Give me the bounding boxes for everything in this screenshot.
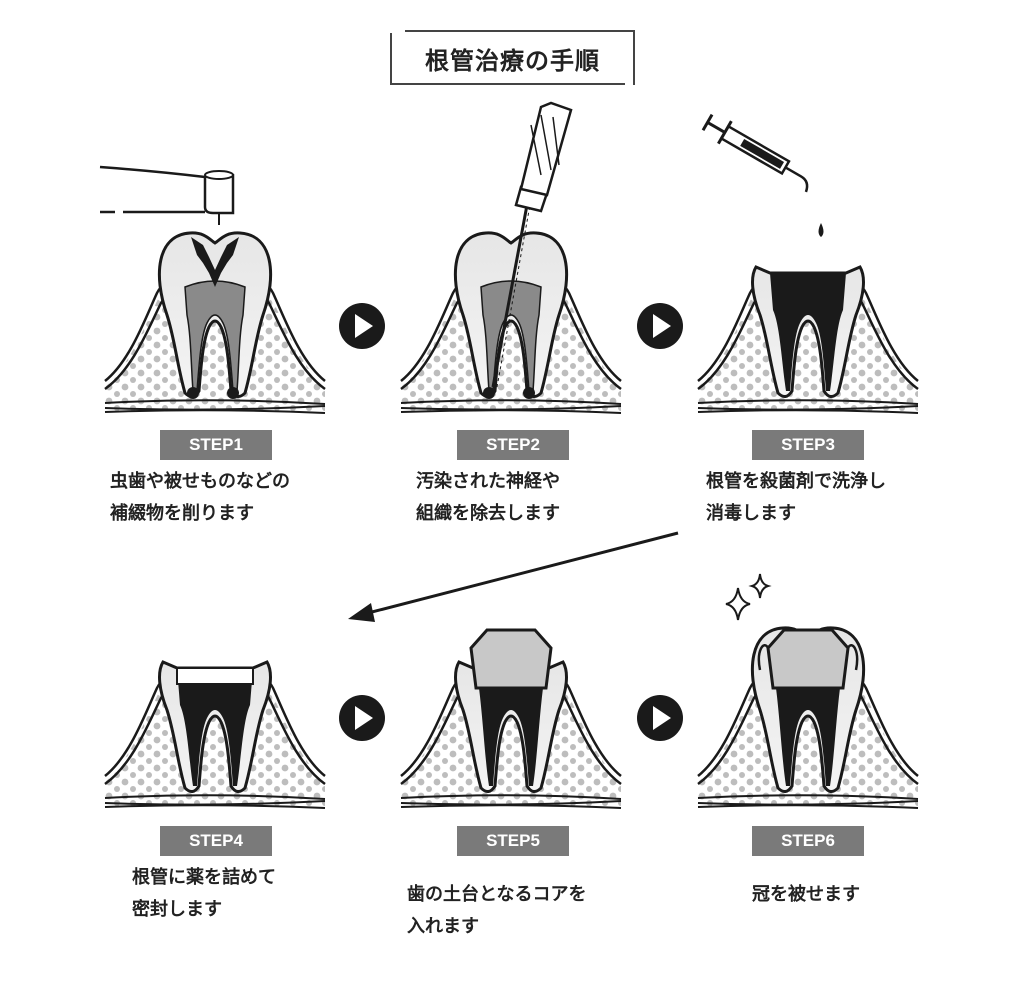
step-4-description: 根管に薬を詰めて 密封します — [132, 862, 276, 926]
description-line: 消毒します — [706, 503, 796, 524]
step-3-label: STEP3 — [752, 430, 864, 460]
description-line: 根管を殺菌剤で洗浄し — [706, 471, 886, 492]
step-3-description: 根管を殺菌剤で洗浄し 消毒します — [706, 466, 886, 530]
step-1-label: STEP1 — [160, 430, 272, 460]
step-6-description: 冠を被せます — [752, 879, 860, 911]
step-5-label: STEP5 — [457, 826, 569, 856]
step-4-tooth-illustration — [104, 660, 326, 809]
description-line: 密封します — [132, 899, 222, 920]
next-arrow-icon — [339, 695, 385, 741]
next-arrow-icon — [339, 303, 385, 349]
description-line: 補綴物を削ります — [110, 503, 254, 524]
step-4-label: STEP4 — [160, 826, 272, 856]
step-2-description: 汚染された神経や 組織を除去します — [416, 466, 560, 530]
step-3-tooth-illustration — [697, 113, 919, 414]
step-1-description: 虫歯や被せものなどの 補綴物を削ります — [110, 466, 290, 530]
step-2-tooth-illustration — [400, 101, 622, 414]
step-6-tooth-illustration — [697, 573, 919, 809]
page-title-text: 根管治療の手順 — [425, 47, 600, 75]
description-line: 汚染された神経や — [416, 471, 560, 492]
step-5-description: 歯の土台となるコアを 入れます — [407, 879, 586, 943]
step-6-label: STEP6 — [752, 826, 864, 856]
next-arrow-icon — [637, 695, 683, 741]
description-line: 歯の土台となるコアを — [407, 884, 587, 905]
step-5-tooth-illustration — [400, 628, 622, 809]
row-transition-arrow-icon — [348, 531, 679, 622]
step-1-tooth-illustration — [99, 165, 326, 414]
step-2-label: STEP2 — [457, 430, 569, 460]
description-line: 組織を除去します — [416, 503, 560, 524]
description-line: 冠を被せます — [752, 884, 860, 905]
page-title: 根管治療の手順 — [390, 30, 635, 85]
description-line: 入れます — [407, 916, 479, 937]
description-line: 虫歯や被せものなどの — [110, 471, 290, 492]
description-line: 根管に薬を詰めて — [132, 867, 276, 888]
next-arrow-icon — [637, 303, 683, 349]
